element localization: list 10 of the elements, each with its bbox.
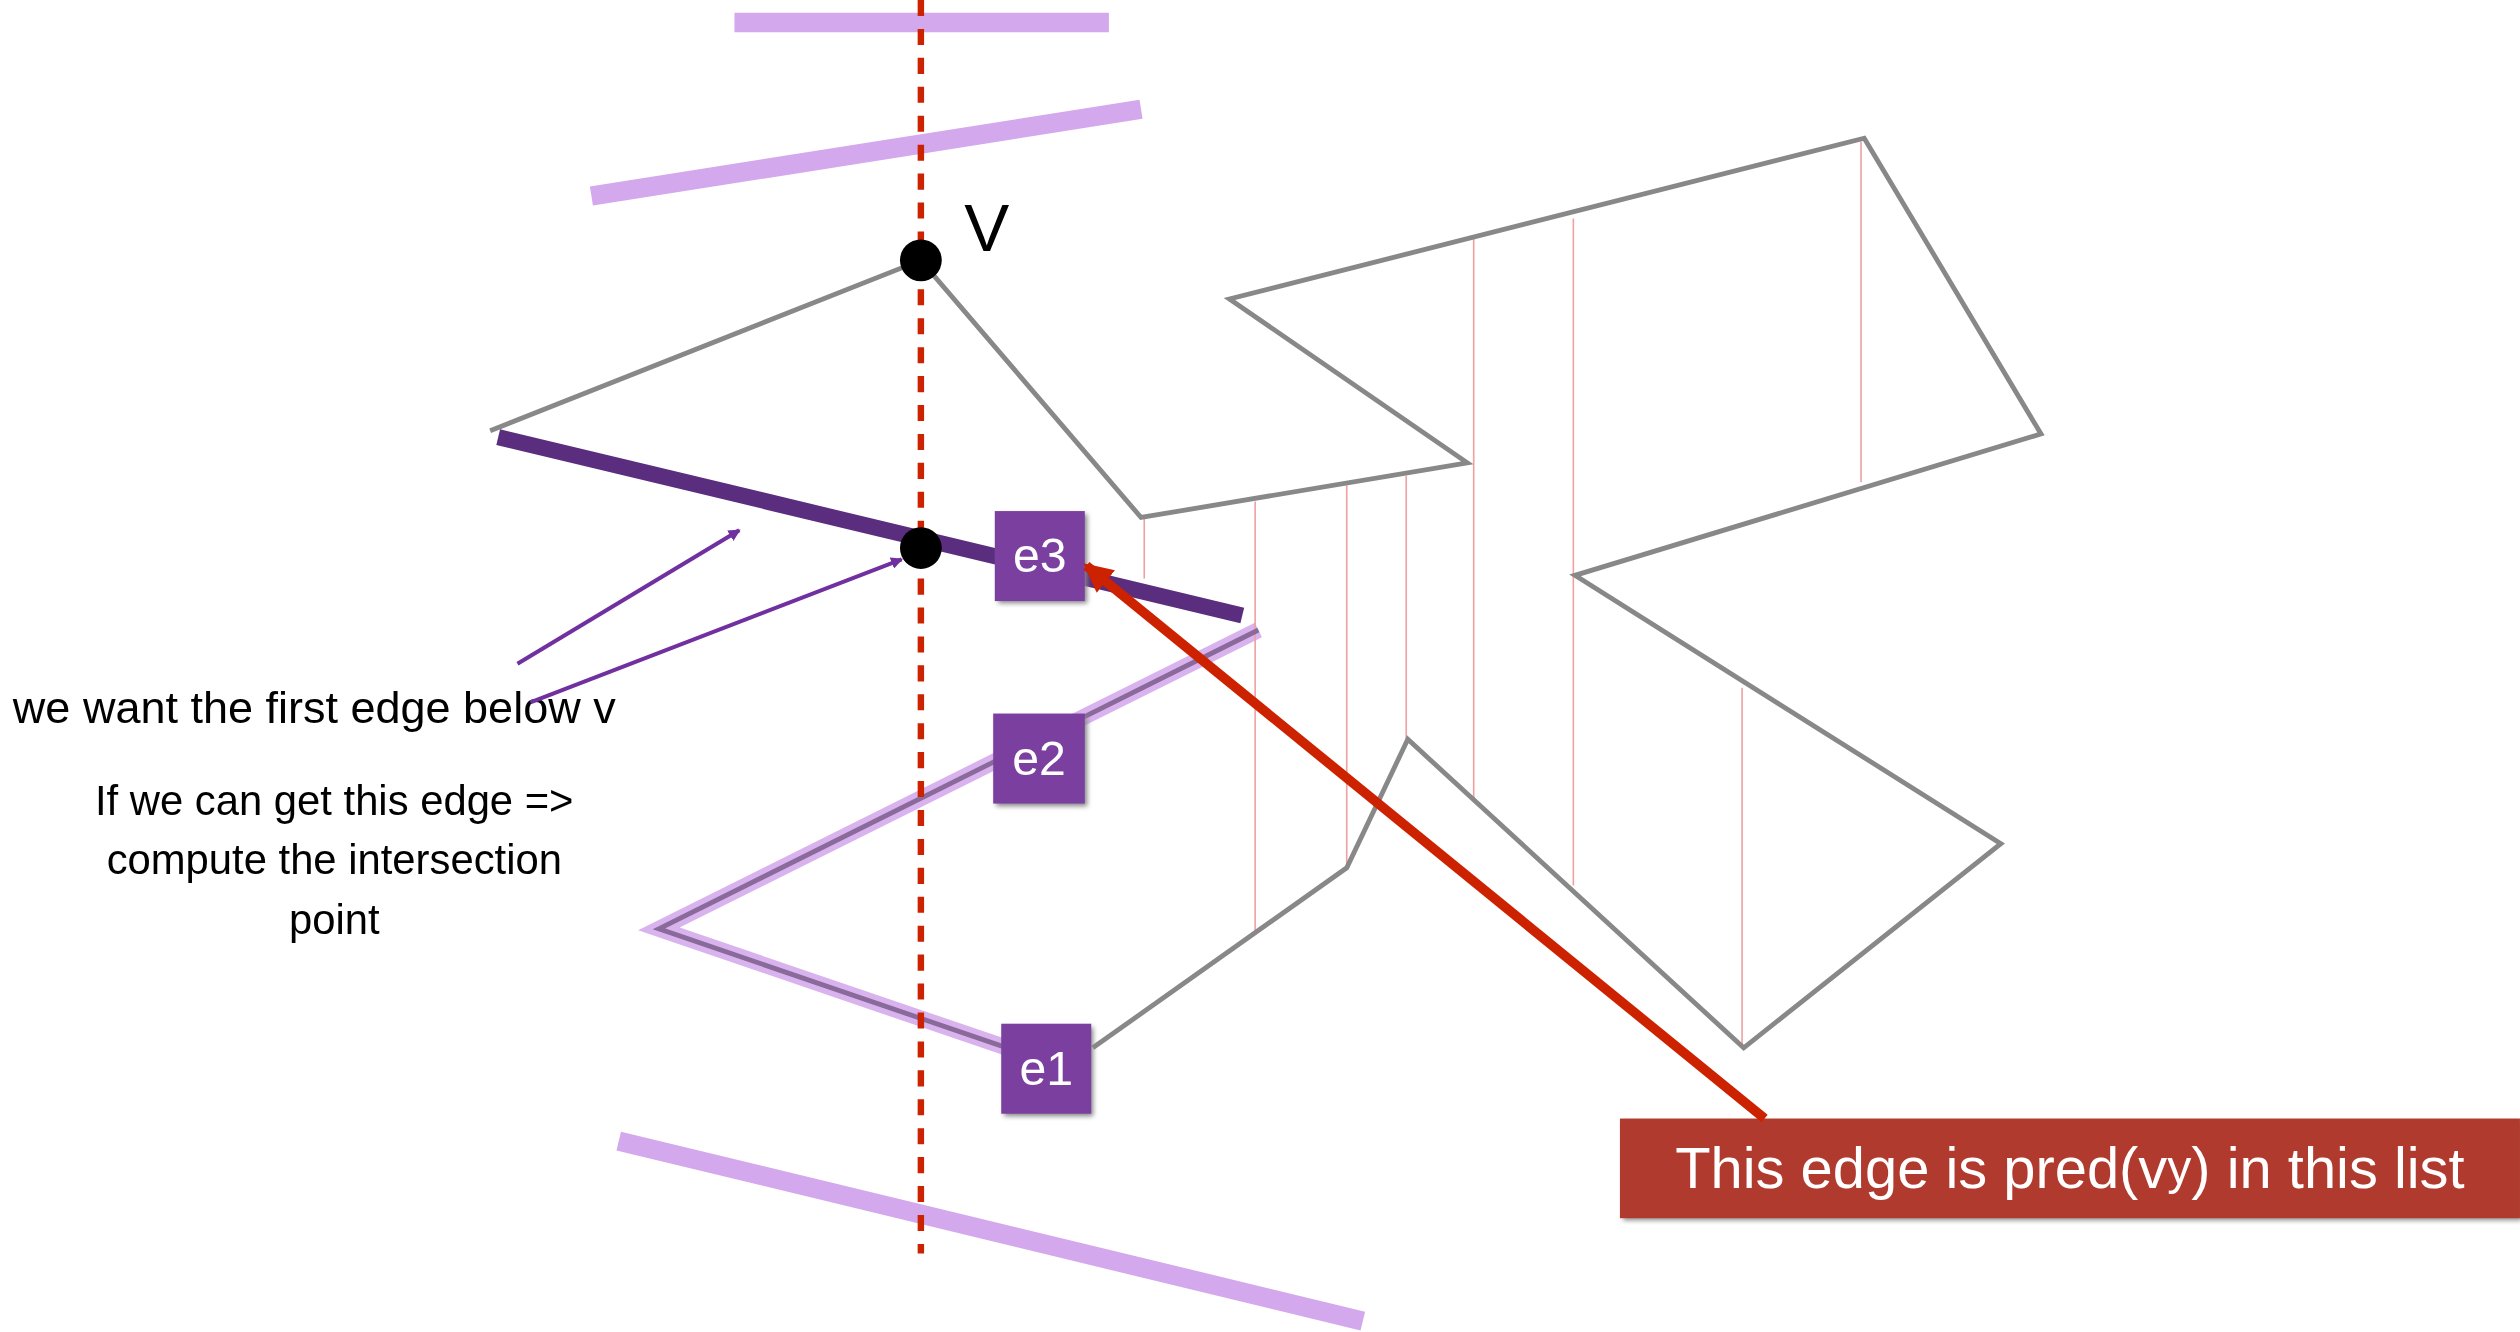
vertex-label: V xyxy=(964,188,1010,268)
edge-name-box: e1 xyxy=(1001,1023,1092,1114)
arrow xyxy=(516,528,741,666)
edge-name-box: e3 xyxy=(994,511,1085,602)
annotation-text: we want the first edge below v xyxy=(12,683,616,735)
edge-name-box: e2 xyxy=(993,713,1085,804)
note-text: If we can get this edge => compute the intersection point xyxy=(94,775,575,946)
arrow xyxy=(529,557,904,705)
arrow xyxy=(1083,561,1768,1123)
intersection-point xyxy=(900,527,942,569)
